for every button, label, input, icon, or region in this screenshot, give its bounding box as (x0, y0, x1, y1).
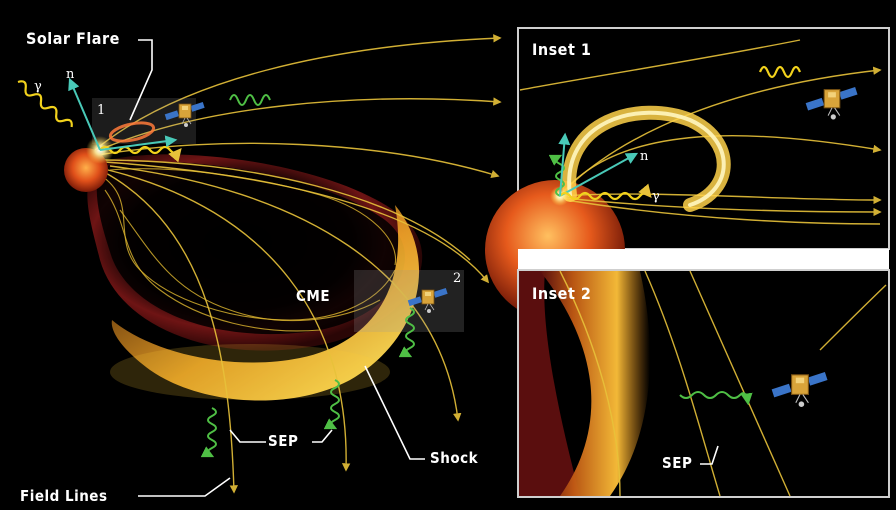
field-lines-pointer (138, 477, 231, 497)
gamma-ray-1 (17, 80, 73, 128)
inset1-title: Inset 1 (532, 40, 591, 59)
inset2-cme-edge (519, 271, 580, 496)
inset1-neutron-label: n (640, 149, 649, 164)
sep-wiggle-main-1 (200, 407, 217, 458)
inset2-shock-front (540, 271, 650, 496)
solar-flare-pointer (129, 39, 153, 121)
shock-label: Shock (430, 449, 479, 467)
inset2-panel: Inset 2 SEP (517, 269, 890, 498)
neutron-ray-right (99, 135, 178, 151)
neutron-label: n (66, 67, 75, 82)
inset1-marker: 1 (97, 103, 105, 118)
inset2-title: Inset 2 (532, 284, 591, 303)
cme-label: CME (296, 287, 330, 305)
field-lines-label: Field Lines (20, 487, 108, 505)
neutron-ray-up (68, 77, 101, 151)
flare-loop (108, 121, 156, 143)
inset2-marker: 2 (453, 271, 461, 286)
sep-label: SEP (268, 432, 298, 450)
sep-wiggle-main-2 (323, 379, 340, 430)
inset1-gamma-label: γ (652, 189, 660, 204)
sep-pointer-right (312, 429, 333, 443)
inset2-sep-label: SEP (662, 454, 692, 472)
solar-flare-label: Solar Flare (26, 29, 120, 48)
sep-pointer-left (229, 429, 266, 443)
cme-loop-inner (96, 161, 405, 335)
inset2-sep-pointer (700, 445, 719, 465)
inset1-field-lines (519, 39, 882, 225)
sep-wiggle-main-3 (398, 307, 415, 358)
main-panel: 1 2 γ n Solar Flare CME Shock SEP (17, 29, 502, 505)
inset1-neutron-ray (559, 152, 639, 197)
gamma-label: γ (34, 79, 42, 94)
inset1-gamma-ray (559, 183, 652, 201)
shock-glow (110, 344, 390, 400)
inset2-field-lines (559, 270, 887, 497)
sep-wiggle-top (229, 94, 271, 106)
inset1-sep-wiggle (548, 154, 565, 197)
shock-pointer (364, 365, 425, 460)
inset2-sep-wiggle (679, 391, 753, 406)
gamma-ray-2 (99, 145, 182, 163)
inset1-neutron-ray-2 (558, 132, 571, 197)
shock-front (111, 205, 420, 401)
inset1-top-wiggle (758, 65, 802, 79)
